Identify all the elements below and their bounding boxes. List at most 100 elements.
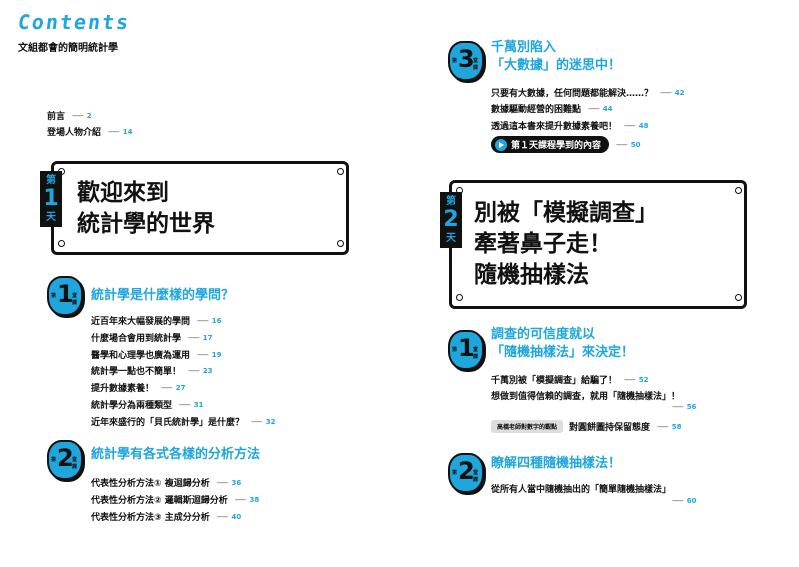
toc-entry[interactable]: 統計學分為兩種類型 ------- 31 [91,398,204,412]
lesson-number: 2 [57,444,74,472]
toc-label: 想做到值得信賴的調查，就用「隨機抽樣法」！ [491,392,681,402]
lesson-badge: 第 2 堂課 [448,453,484,493]
page-number: 56 [686,403,697,411]
book-subtitle: 文組都會的簡明統計學 [18,43,118,54]
card-hole [337,240,344,247]
page-number: 58 [671,422,682,431]
toc-label: 代表性分析方法③ 主成分分析 [91,513,210,523]
day2-tab: 第 2 天 [440,192,462,248]
day-title-line: 別被「模擬調查」 [474,200,658,226]
toc-label: 對圓餅圖持保留態度 [569,423,651,433]
day1-title-card [51,161,349,255]
toc-label: 提升數據素養！ [91,384,155,394]
leader-dots: ------- [72,111,84,120]
card-hole [735,187,742,194]
toc-entry[interactable]: 統計學一點也不簡單！ ------- 23 [91,364,213,378]
page-number: 23 [202,366,213,375]
card-hole [337,168,344,175]
column-tag: 高橋老師對數字的觀點 [491,420,564,433]
toc-entry[interactable]: 千萬別被「模擬調查」給騙了！ ------- 52 [491,373,649,387]
card-hole [735,294,742,301]
contents-heading: Contents [16,10,133,34]
toc-label: 數據驅動經營的困難點 [491,105,582,115]
toc-entry[interactable]: 代表性分析方法③ 主成分分析 ------- 40 [91,510,242,524]
page-number: 27 [175,383,186,392]
toc-entry-page: ------- 60 [672,497,697,505]
toc-entry-characters[interactable]: 登場人物介紹 ------- 14 [47,125,133,139]
day-title-line: 歡迎來到 [77,180,169,206]
toc-entry[interactable]: 想做到值得信賴的調查，就用「隨機抽樣法」！ [491,389,680,402]
page-number: 42 [674,88,685,97]
toc-entry-preface[interactable]: 前言 ------- 2 [47,109,92,123]
toc-label: 統計學一點也不簡單！ [91,367,182,377]
day-title-line: 隨機抽樣法 [474,262,589,288]
toc-entry[interactable]: 數據驅動經營的困難點 ------- 44 [491,102,613,116]
toc-entry[interactable]: 醫學和心理學也廣為運用 ------- 19 [91,348,222,362]
page-number: 50 [630,140,641,149]
page-number: 44 [602,104,613,113]
toc-label: 千萬別被「模擬調查」給騙了！ [491,376,618,386]
page-number: 38 [249,495,260,504]
toc-label: 什麼場合會用到統計學 [91,334,182,344]
page-number: 60 [686,497,697,505]
page-number: 48 [638,121,649,130]
lesson-title: 千萬別陷入 「大數據」的迷思中！ [491,40,622,73]
lesson-title: 調查的可信度就以 「隨機抽樣法」來決定！ [491,327,635,360]
lesson-number: 1 [458,334,475,362]
toc-label: 第１天課程學到的內容 [511,141,602,151]
toc-entry[interactable]: 代表性分析方法① 複迴歸分析 ------- 36 [91,476,242,490]
toc-label: 登場人物介紹 [47,128,102,138]
page-number: 17 [202,333,213,342]
arrow-right-icon [495,138,507,151]
day2-title-card [449,180,747,309]
day1-tab: 第 1 天 [40,171,62,227]
day-number: 1 [43,186,59,211]
card-hole [456,294,463,301]
toc-label: 近年來盛行的「貝氏統計學」是什麼？ [91,418,245,428]
toc-label: 統計學分為兩種類型 [91,401,173,411]
lesson-number: 2 [458,457,475,485]
toc-entry[interactable]: 透過這本書來提升數據素養吧！ ------- 48 [491,119,649,133]
toc-entry[interactable]: 近年來盛行的「貝氏統計學」是什麼？ ------- 32 [91,415,276,429]
lesson-title: 瞭解四種隨機抽樣法！ [491,456,622,471]
day2-title: 別被「模擬調查」 牽著鼻子走！ 隨機抽樣法 [474,198,658,291]
toc-label: 透過這本書來提升數據素養吧！ [491,122,618,132]
page-number: 31 [193,400,204,409]
toc-entry[interactable]: 代表性分析方法② 邏輯斯迴歸分析 ------- 38 [91,493,260,507]
page-number: 19 [211,350,222,359]
day1-title: 歡迎來到 統計學的世界 [77,178,215,240]
day-tab-suffix: 天 [46,212,56,223]
page-number: 40 [231,512,242,521]
day-tab-prefix: 第 [446,196,456,207]
day-title-line: 牽著鼻子走！ [474,231,612,257]
toc-entry-column[interactable]: 高橋老師對數字的觀點 對圓餅圖持保留態度 ------- 58 [491,420,681,433]
lesson-number: 3 [458,45,475,73]
page-number: 14 [122,127,133,136]
toc-entry[interactable]: 什麼場合會用到統計學 ------- 17 [91,331,213,345]
toc-label: 前言 [47,112,66,122]
toc-label: 從所有人當中隨機抽出的「簡單隨機抽樣法」 [491,485,672,495]
toc-entry-page: ------- 56 [672,403,697,411]
page-number: 52 [638,375,649,384]
toc-label: 代表性分析方法① 複迴歸分析 [91,479,210,489]
toc-entry[interactable]: 只要有大數據，任何問題都能解決……？ ------- 42 [491,86,685,100]
toc-label: 近百年來大幅發展的學問 [91,317,191,327]
day-number: 2 [443,207,459,232]
toc-entry-day1-summary[interactable]: 第１天課程學到的內容 ------- 50 [491,136,640,153]
toc-entry[interactable]: 從所有人當中隨機抽出的「簡單隨機抽樣法」 [491,482,671,495]
lesson-number: 1 [57,280,74,308]
toc-label: 只要有大數據，任何問題都能解決……？ [491,89,654,99]
day-tab-prefix: 第 [46,175,56,186]
lesson-title: 統計學有各式各樣的分析方法 [91,447,261,462]
page-number: 36 [231,478,242,487]
summary-pill: 第１天課程學到的內容 [491,136,610,153]
lesson-badge: 第 1 堂課 [448,330,484,370]
page-number: 16 [211,316,222,325]
card-hole [58,240,65,247]
lesson-badge: 第 2 堂課 [47,440,83,480]
lesson-badge: 第 1 堂課 [47,276,83,316]
toc-entry[interactable]: 提升數據素養！ ------- 27 [91,381,186,395]
toc-entry[interactable]: 近百年來大幅發展的學問 ------- 16 [91,314,222,328]
lesson-badge: 第 3 堂課 [448,41,484,81]
page-number: 32 [265,417,276,426]
